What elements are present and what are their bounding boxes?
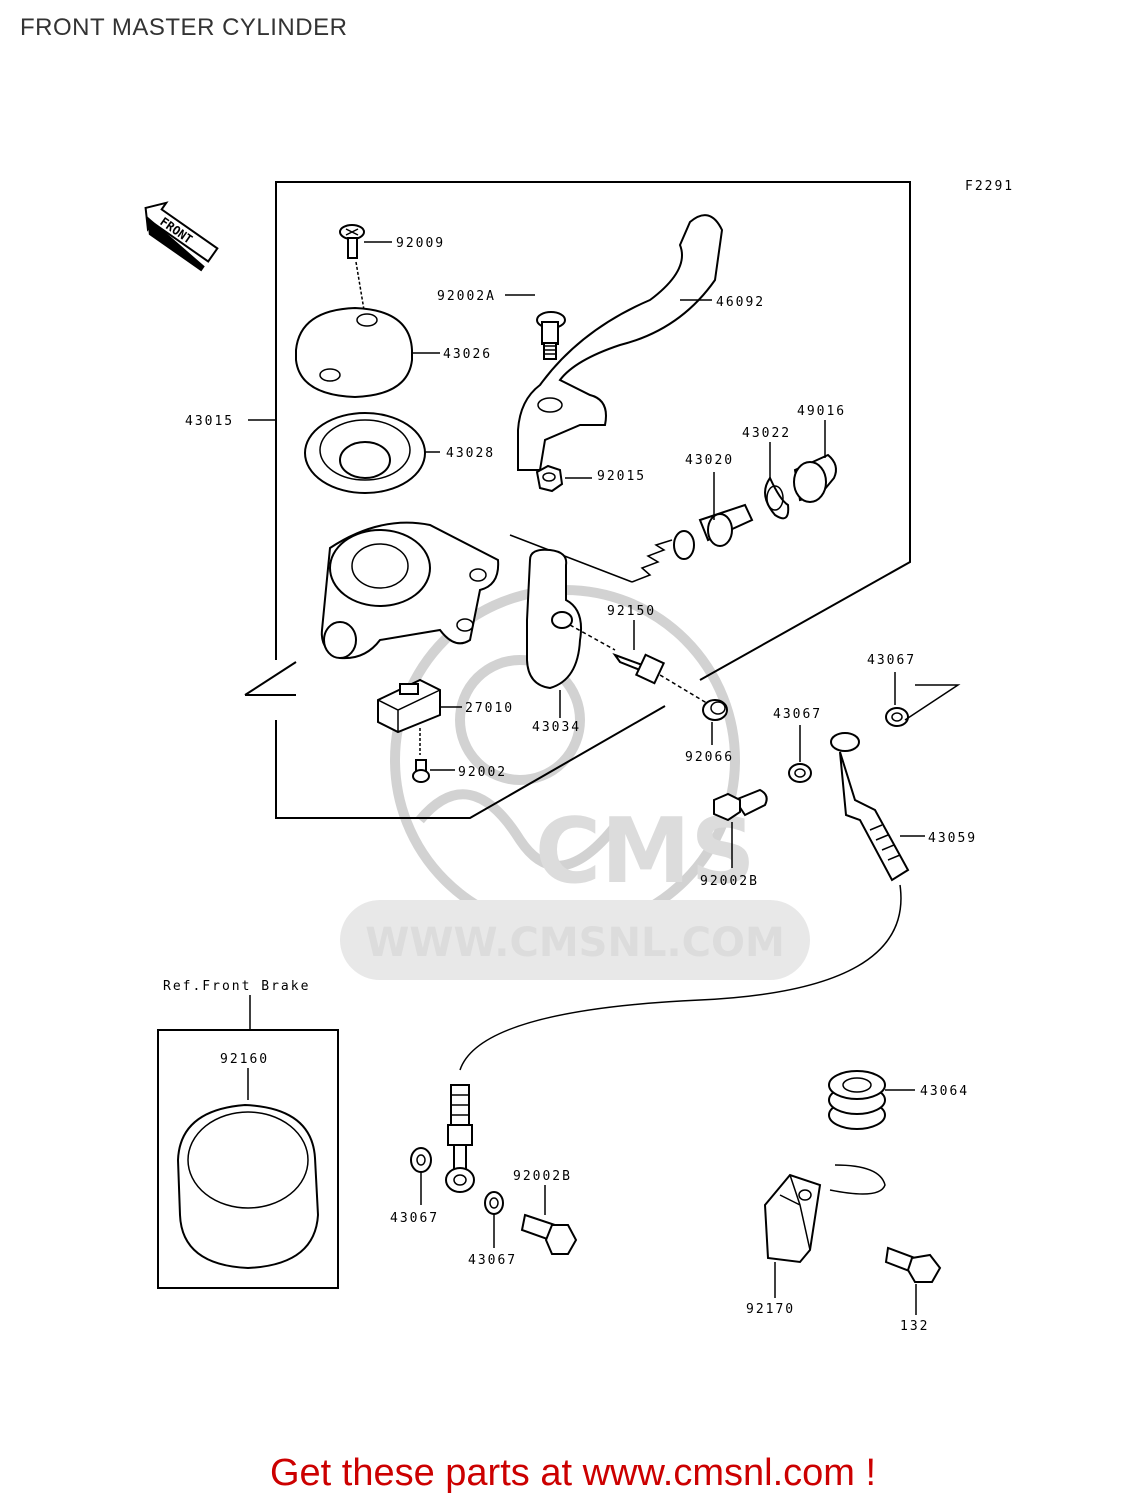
banjo-bolt-92002B-lower bbox=[520, 1185, 578, 1255]
label-43028: 43028 bbox=[446, 446, 495, 461]
master-cylinder-body bbox=[320, 521, 633, 660]
label-92002B-upper: 92002B bbox=[700, 874, 759, 889]
banjo-bolt-92002B-upper bbox=[713, 788, 768, 868]
watermark-url: WWW.CMSNL.COM bbox=[365, 920, 785, 966]
label-92066: 92066 bbox=[685, 750, 734, 765]
ref-front-brake-box bbox=[157, 995, 339, 1289]
brake-lever-46092 bbox=[517, 214, 724, 471]
washer-43067-d bbox=[484, 1191, 504, 1248]
pivot-bolt-92002A bbox=[505, 294, 566, 360]
brake-hose-43059 bbox=[459, 732, 925, 1071]
label-43026: 43026 bbox=[443, 347, 492, 362]
cms-watermark: CMS WWW.CMSNL.COM bbox=[340, 585, 810, 980]
washer-43067-b bbox=[788, 725, 812, 783]
label-92170: 92170 bbox=[746, 1302, 795, 1317]
label-46092: 46092 bbox=[716, 295, 765, 310]
assembly-box-43015 bbox=[275, 181, 911, 681]
circlip-43022 bbox=[764, 442, 790, 520]
diaphragm-43028 bbox=[304, 412, 440, 494]
boot-49016 bbox=[793, 420, 837, 503]
label-43015: 43015 bbox=[185, 414, 234, 429]
piston-43020 bbox=[631, 472, 754, 583]
label-27010: 27010 bbox=[465, 701, 514, 716]
label-92150: 92150 bbox=[607, 604, 656, 619]
screw-92009 bbox=[339, 224, 392, 317]
hose-end-lower bbox=[445, 1084, 475, 1193]
label-43064: 43064 bbox=[920, 1084, 969, 1099]
label-92002A: 92002A bbox=[437, 289, 496, 304]
label-43067-c: 43067 bbox=[390, 1211, 439, 1226]
reservoir-cap-43026 bbox=[295, 306, 440, 399]
label-92009: 92009 bbox=[396, 236, 445, 251]
promo-link[interactable]: Get these parts at www.cmsnl.com ! bbox=[269, 1452, 877, 1494]
label-92002: 92002 bbox=[458, 765, 507, 780]
nut-92015 bbox=[535, 464, 592, 493]
cap-92066 bbox=[702, 699, 728, 745]
label-92015: 92015 bbox=[597, 469, 646, 484]
screw-92002 bbox=[412, 759, 455, 783]
label-43034: 43034 bbox=[532, 720, 581, 735]
grommet-43064 bbox=[828, 1070, 915, 1130]
label-92160: 92160 bbox=[220, 1052, 269, 1067]
label-43067-b: 43067 bbox=[773, 707, 822, 722]
label-132: 132 bbox=[900, 1319, 929, 1334]
clamp-43034 bbox=[526, 548, 582, 718]
bracket-92170 bbox=[763, 1164, 886, 1298]
label-43059: 43059 bbox=[928, 831, 977, 846]
label-43067-d: 43067 bbox=[468, 1253, 517, 1268]
label-92002B-lower: 92002B bbox=[513, 1169, 572, 1184]
label-43067-a: 43067 bbox=[867, 653, 916, 668]
label-49016: 49016 bbox=[797, 404, 846, 419]
label-ref-front-brake: Ref.Front Brake bbox=[163, 979, 310, 994]
page-title: FRONT MASTER CYLINDER bbox=[20, 14, 348, 41]
figure-code: F2291 bbox=[965, 179, 1014, 194]
washer-43067-c bbox=[410, 1147, 432, 1205]
front-arrow-icon: FRONT bbox=[144, 201, 219, 272]
label-43022: 43022 bbox=[742, 426, 791, 441]
label-43020: 43020 bbox=[685, 453, 734, 468]
switch-27010 bbox=[377, 678, 462, 755]
bolt-132 bbox=[884, 1246, 942, 1315]
washer-43067-a bbox=[885, 672, 961, 727]
bolt-92150 bbox=[569, 620, 711, 706]
